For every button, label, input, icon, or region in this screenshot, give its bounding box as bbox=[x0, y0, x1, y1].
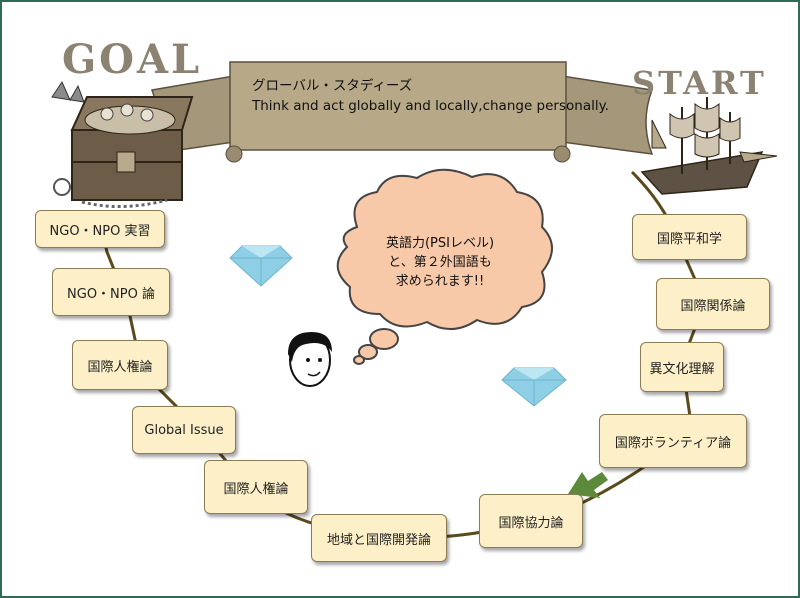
step-node: 国際協力論 bbox=[479, 494, 583, 548]
arrow-icon bbox=[568, 472, 608, 498]
banner-subtitle: Think and act globally and locally,chang… bbox=[252, 98, 609, 114]
step-node: 国際人権論 bbox=[204, 460, 308, 514]
thinking-face-icon bbox=[288, 332, 332, 387]
banner-title: グローバル・スタディーズ bbox=[252, 78, 413, 94]
step-node: 国際ボランティア論 bbox=[599, 414, 747, 468]
goal-label: GOAL bbox=[62, 36, 203, 83]
step-node: 地域と国際開発論 bbox=[311, 514, 447, 562]
cloud-line-3: 求められます!! bbox=[395, 274, 485, 289]
cloud-line-1: 英語力(PSⅠレベル) bbox=[385, 236, 495, 251]
thought-cloud bbox=[336, 168, 553, 365]
step-node: NGO・NPO 論 bbox=[52, 268, 170, 316]
cloud-line-2: と、第２外国語も bbox=[388, 255, 492, 270]
step-node: 異文化理解 bbox=[640, 342, 724, 392]
start-label: START bbox=[632, 64, 767, 102]
diamond-icon bbox=[229, 245, 293, 287]
sailing-ship-icon bbox=[640, 97, 778, 195]
step-node: NGO・NPO 実習 bbox=[35, 210, 165, 248]
step-node: 国際関係論 bbox=[656, 278, 770, 330]
step-node: Global Issue bbox=[132, 406, 236, 454]
step-node: 国際人権論 bbox=[72, 340, 168, 390]
banner-text: グローバル・スタディーズ Think and act globally and … bbox=[252, 76, 609, 116]
cloud-message: 英語力(PSⅠレベル) と、第２外国語も 求められます!! bbox=[360, 234, 520, 291]
step-node: 国際平和学 bbox=[632, 214, 747, 260]
diamond-icon bbox=[501, 367, 567, 407]
treasure-chest-icon bbox=[51, 80, 194, 208]
